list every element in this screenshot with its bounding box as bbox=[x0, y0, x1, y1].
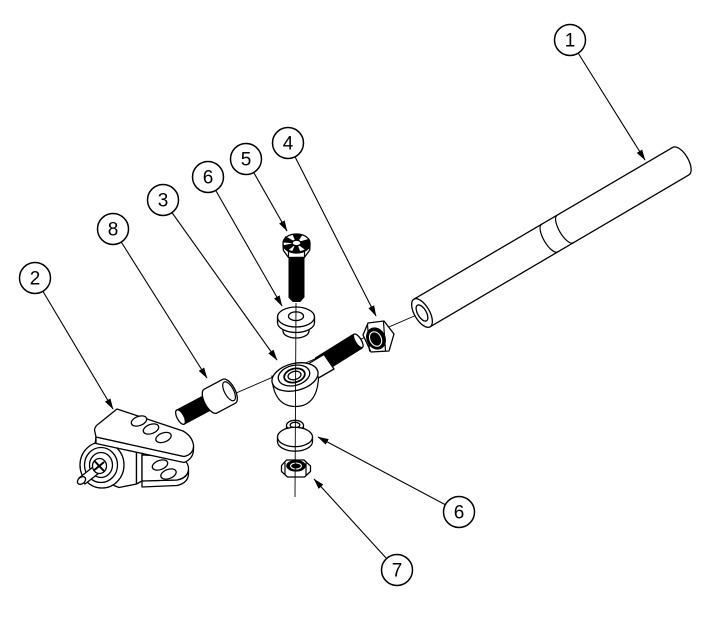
part-lower-spacer-drawing bbox=[276, 419, 314, 452]
callout-leader-6-flanged-spacer-lower bbox=[317, 436, 460, 513]
callout-number: 4 bbox=[283, 134, 294, 155]
callout-leader-8-cap-screw bbox=[112, 228, 208, 379]
part-rod-end-drawing bbox=[271, 333, 364, 408]
callout-number: 3 bbox=[158, 191, 169, 212]
callout-number: 7 bbox=[392, 561, 403, 582]
callout-balloon-6-flanged-spacer-upper bbox=[191, 160, 225, 194]
callout-balloon-2-clevis-bracket bbox=[18, 261, 52, 295]
callout-balloon-4-jam-nut bbox=[271, 126, 305, 160]
callout-leader-7-hex-nut bbox=[313, 478, 398, 571]
callout-number: 5 bbox=[241, 150, 252, 171]
callout-leader-1-tube bbox=[569, 39, 646, 161]
part-flange-bolt-drawing bbox=[282, 233, 311, 302]
callout-balloon-7-hex-nut bbox=[380, 553, 414, 587]
part-hex-nut-drawing bbox=[280, 459, 312, 478]
callout-leader-3-rod-end-bearing bbox=[162, 199, 278, 361]
callout-number: 1 bbox=[565, 31, 576, 52]
callout-number: 6 bbox=[203, 168, 214, 189]
callout-balloon-5-flange-bolt bbox=[229, 142, 263, 176]
callout-number: 6 bbox=[454, 503, 465, 524]
callout-balloon-3-rod-end-bearing bbox=[146, 183, 180, 217]
centerline-vertical bbox=[294, 302, 297, 498]
callout-leader-2-clevis-bracket bbox=[34, 277, 114, 410]
part-jam-nut-drawing bbox=[362, 320, 395, 353]
part-cap-screw-drawing bbox=[174, 378, 238, 425]
callout-leader-6-flanged-spacer-upper bbox=[207, 176, 283, 307]
callout-balloon-1-tube bbox=[553, 23, 587, 57]
callout-number: 8 bbox=[108, 220, 119, 241]
hex-nut-bore bbox=[286, 460, 306, 472]
callout-layer: 1 2 3 4 5 6 6 7 8 bbox=[18, 23, 646, 587]
callout-balloon-8-cap-screw bbox=[96, 212, 130, 246]
flange-bolt-head-serrations bbox=[282, 233, 311, 253]
tube-bore bbox=[415, 304, 429, 322]
callout-leader-4-jam-nut bbox=[287, 142, 377, 317]
callout-balloon-6-flanged-spacer-lower bbox=[442, 495, 476, 529]
callout-number: 2 bbox=[30, 269, 41, 290]
part-clevis-bracket-drawing bbox=[76, 408, 195, 489]
part-tube-drawing bbox=[410, 146, 692, 328]
